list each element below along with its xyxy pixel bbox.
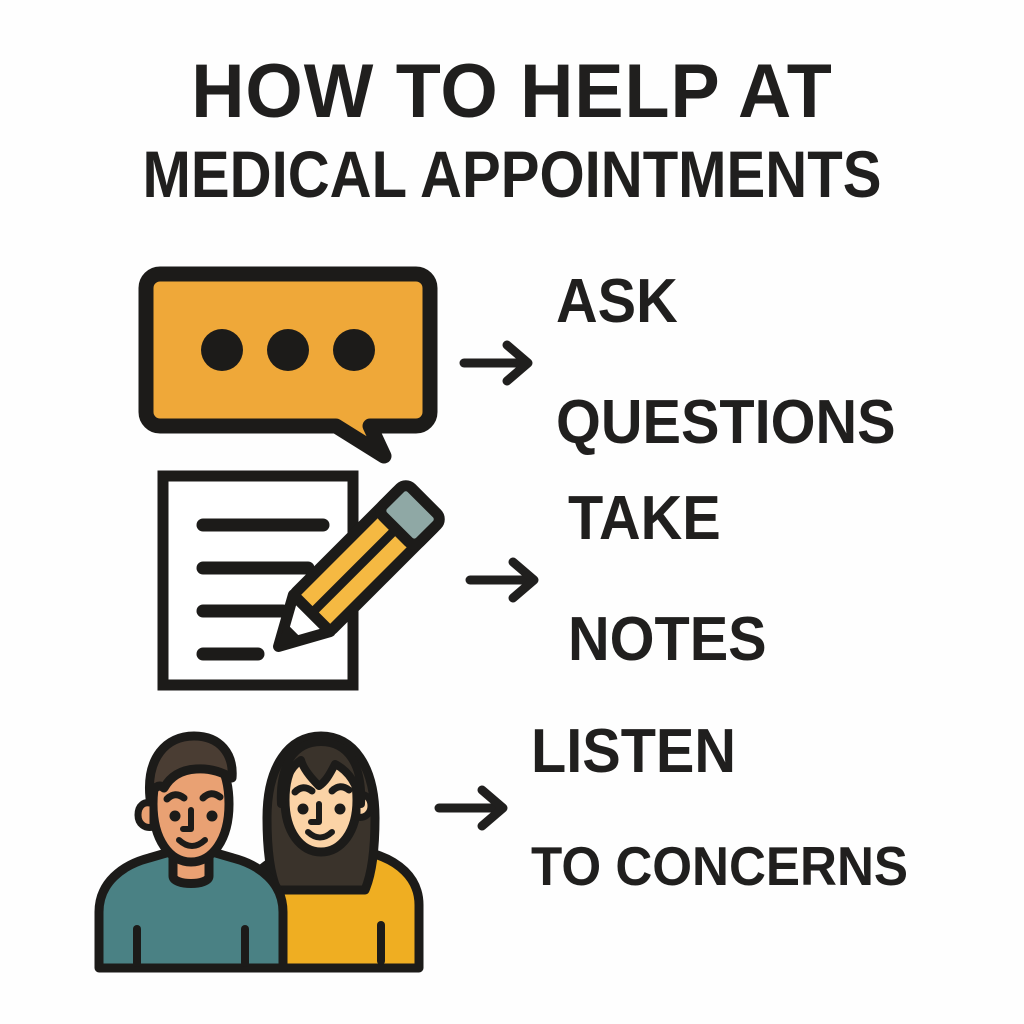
- tip-row-listen-to-concerns: LISTEN TO CONCERNS: [0, 700, 1024, 973]
- poster-title: HOW TO HELP AT MEDICAL APPOINTMENTS: [0, 49, 1024, 211]
- tip-label-line-2: NOTES: [568, 605, 767, 675]
- notepad-pencil-icon: [150, 468, 450, 693]
- title-line-1: HOW TO HELP AT: [191, 49, 833, 134]
- tip-label-line-1: TAKE: [568, 483, 721, 553]
- tip-row-ask-questions: ASK QUESTIONS: [0, 258, 1024, 468]
- tip-label-line-1: ASK: [556, 266, 678, 336]
- arrow-right-icon: [429, 785, 519, 831]
- arrow-right-icon: [454, 340, 544, 386]
- tip-label-take-notes: TAKE NOTES: [568, 428, 767, 732]
- tip-label-line-2: TO CONCERNS: [531, 834, 909, 897]
- two-people-icon: [94, 700, 425, 973]
- tip-label-ask-questions: ASK QUESTIONS: [556, 211, 896, 515]
- title-line-2: MEDICAL APPOINTMENTS: [142, 137, 882, 211]
- tip-row-take-notes: TAKE NOTES: [0, 470, 1024, 690]
- arrow-right-icon: [460, 557, 550, 603]
- tip-label-listen-to-concerns: LISTEN TO CONCERNS: [531, 665, 908, 950]
- tip-label-line-1: LISTEN: [531, 717, 737, 787]
- speech-bubble-icon: [128, 260, 448, 466]
- tip-label-line-2: QUESTIONS: [556, 388, 896, 458]
